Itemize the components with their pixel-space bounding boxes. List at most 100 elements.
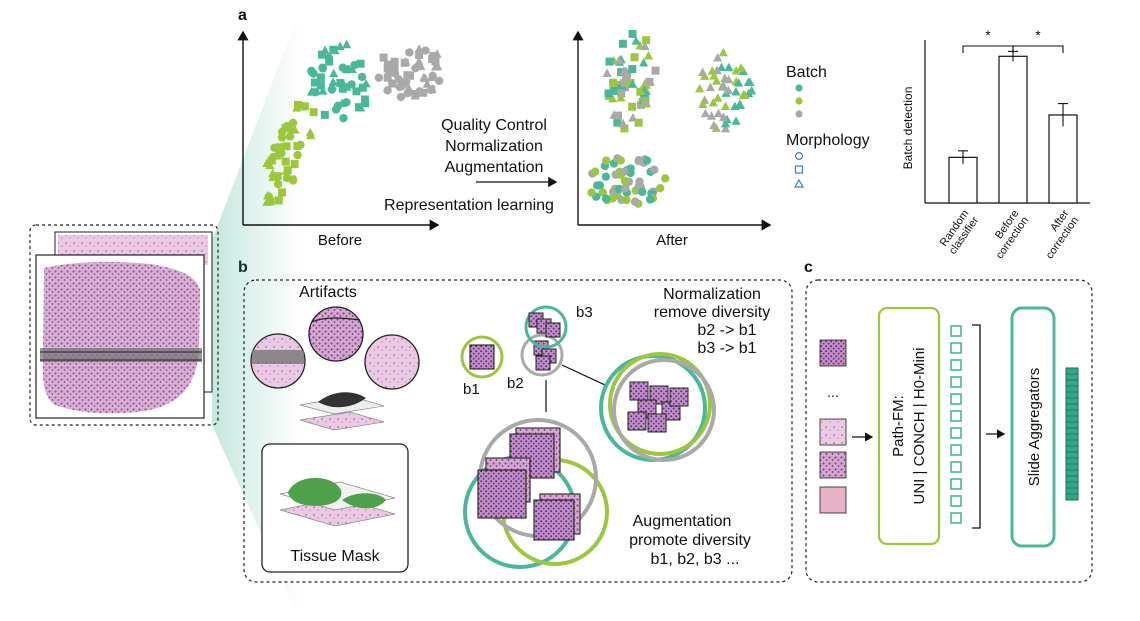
representation-learning-label: Representation learning (384, 197, 554, 214)
scatter-point (274, 196, 283, 205)
scatter-point (383, 86, 392, 95)
scatter-point (403, 71, 412, 80)
scatter-point (427, 85, 436, 94)
scatter-point (698, 67, 708, 77)
scatter-point (278, 188, 287, 197)
slide-aggregator-label: Slide Aggregators (1026, 368, 1043, 486)
scatter-point (618, 39, 627, 48)
scatter-point (396, 92, 406, 102)
scatter-point (614, 55, 624, 64)
scatter-point (273, 180, 283, 189)
scatter-point (736, 63, 746, 72)
scatter-point (587, 188, 596, 197)
input-patch-1 (819, 339, 847, 367)
scatter-point (713, 52, 723, 62)
significance-star: * (1035, 27, 1041, 43)
before-scatter-points (262, 39, 444, 206)
scatter-point (734, 78, 744, 87)
scatter-point (350, 60, 359, 70)
normalization-cluster (599, 352, 716, 462)
scatter-point (620, 184, 630, 193)
scatter-point (740, 90, 750, 100)
legend-morphology-title: Morphology (786, 132, 870, 149)
scatter-point (342, 98, 351, 107)
normalization-text-line-2: remove diversity (654, 304, 770, 321)
scatter-point (273, 172, 282, 181)
scatter-point (262, 158, 272, 167)
scatter-point (722, 114, 732, 124)
scatter-point (309, 108, 318, 117)
scatter-point (650, 165, 659, 174)
wsi-dashed-frame (29, 224, 219, 426)
scatter-point (747, 85, 757, 95)
scatter-point (617, 89, 626, 98)
scatter-point (616, 156, 626, 165)
scatter-point (609, 78, 618, 87)
scatter-point (293, 150, 302, 160)
chart-ylabel: Batch detection (901, 87, 915, 170)
input-patch-2 (819, 418, 847, 446)
patch-embedding-square (950, 410, 962, 422)
normalization-text-line-1: Normalization (663, 286, 761, 303)
patch-embedding-square (950, 393, 962, 405)
artifact-slide-layer-bottom (299, 411, 385, 431)
foundation-model-label-line-1: Path-FM: (890, 395, 907, 457)
scatter-point (338, 63, 347, 72)
scatter-point (329, 68, 339, 78)
scatter-point (628, 102, 637, 111)
scatter-point (422, 79, 432, 88)
slide-aggregator-box (1010, 306, 1056, 548)
scatter-point (713, 108, 724, 118)
wsi-tissue (42, 261, 200, 414)
batch-b3-circle (524, 305, 568, 349)
scatter-point (618, 118, 628, 128)
scatter-point (356, 103, 366, 112)
tissue-mask-label: Tissue Mask (290, 548, 380, 565)
scatter-point (630, 197, 640, 206)
scatter-point (379, 53, 388, 62)
scatter-point (655, 183, 665, 193)
scatter-point (613, 80, 622, 89)
scatter-point (282, 121, 292, 131)
scatter-point (330, 45, 340, 55)
scatter-point (352, 87, 361, 96)
scatter-point (327, 81, 337, 90)
scatter-point (269, 152, 278, 162)
scatter-point (277, 133, 287, 142)
scatter-point (432, 49, 442, 58)
scatter-point (616, 92, 626, 102)
scatter-point (609, 86, 618, 95)
batch-circles: b1 b2 b3 (460, 304, 606, 412)
chart-bar (948, 156, 978, 204)
scatter-point (626, 78, 635, 87)
scatter-point (634, 156, 644, 165)
scatter-point (619, 66, 629, 75)
tissue-mask-box: Tissue Mask (261, 443, 409, 573)
patch-embedding-square (950, 325, 962, 337)
scatter-point (328, 77, 338, 86)
scatter-point (605, 57, 614, 66)
scatter-point (641, 97, 651, 106)
scatter-point (620, 78, 629, 87)
scatter-point (342, 39, 352, 49)
batch-b2-circle (520, 333, 564, 377)
artifact-circle-blur (364, 334, 420, 390)
scatter-point (411, 63, 420, 73)
scatter-point (305, 127, 315, 137)
patch-embedding-square (950, 359, 962, 371)
scatter-point (306, 87, 317, 96)
scatter-point (718, 47, 729, 57)
scatter-point (709, 120, 719, 130)
patch-embedding-square (950, 461, 962, 473)
batch-label-b2: b2 (507, 375, 524, 392)
whole-slide-image (29, 224, 219, 426)
input-patch-3 (819, 451, 847, 479)
patch-embeddings (950, 325, 962, 524)
scatter-point (724, 74, 734, 84)
scatter-point (651, 66, 660, 75)
tissue-mask-shape (288, 477, 342, 506)
scatter-point (638, 187, 647, 197)
scatter-point (356, 59, 365, 68)
panel-letter-a: a (238, 7, 247, 24)
scatter-point (318, 86, 328, 95)
